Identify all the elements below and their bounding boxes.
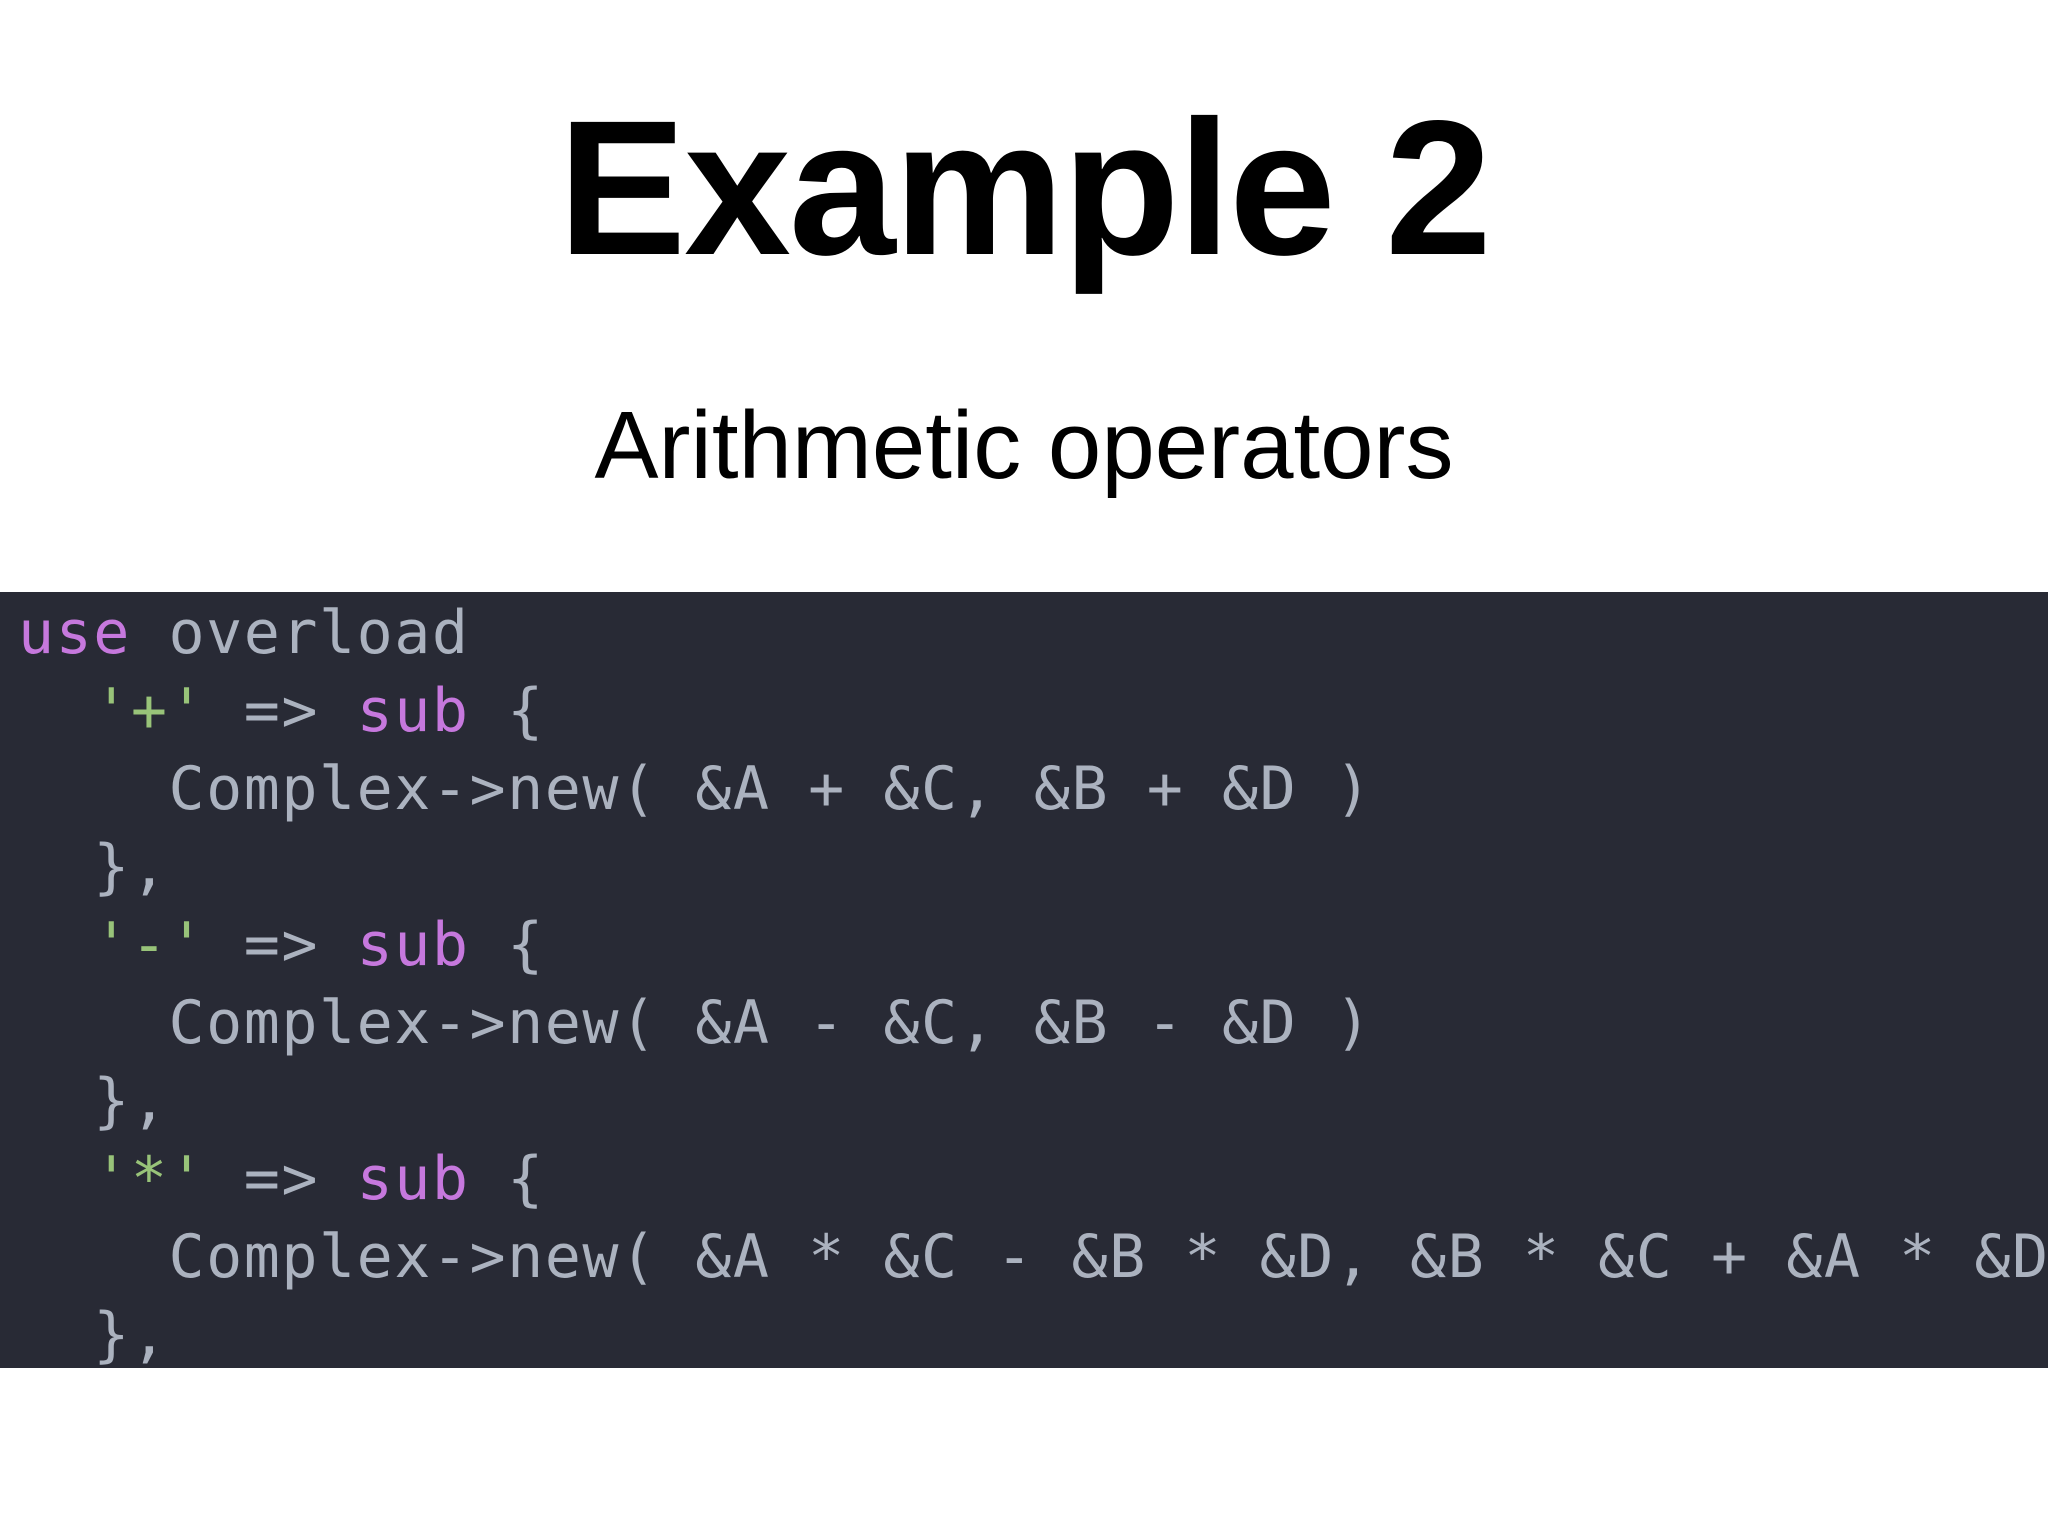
code-string: '*' <box>93 1144 207 1214</box>
code-string: '+' <box>93 676 207 746</box>
code-line: '+' => sub { <box>93 676 545 746</box>
code-keyword: sub <box>356 1144 470 1214</box>
code-keyword: use <box>18 598 131 668</box>
code-keyword: sub <box>356 910 470 980</box>
code-line: Complex->new( &A - &C, &B - &D ) <box>168 988 1373 1058</box>
code-line: }, <box>93 832 169 902</box>
slide-title: Example 2 <box>558 80 1492 295</box>
code-block: use overload '+' => sub { Complex->new( … <box>0 592 2048 1368</box>
code-line: use overload <box>18 598 470 668</box>
code-line: }, <box>93 1300 169 1368</box>
code-line: }, <box>93 1066 169 1136</box>
code-string: '-' <box>93 910 207 980</box>
code-line: '-' => sub { <box>93 910 545 980</box>
slide-subtitle: Arithmetic operators <box>594 392 1454 499</box>
code-keyword: sub <box>356 676 470 746</box>
code-line: Complex->new( &A + &C, &B + &D ) <box>168 754 1373 824</box>
code-line: Complex->new( &A * &C - &B * &D, &B * &C… <box>168 1222 2048 1292</box>
code-line: '*' => sub { <box>93 1144 545 1214</box>
